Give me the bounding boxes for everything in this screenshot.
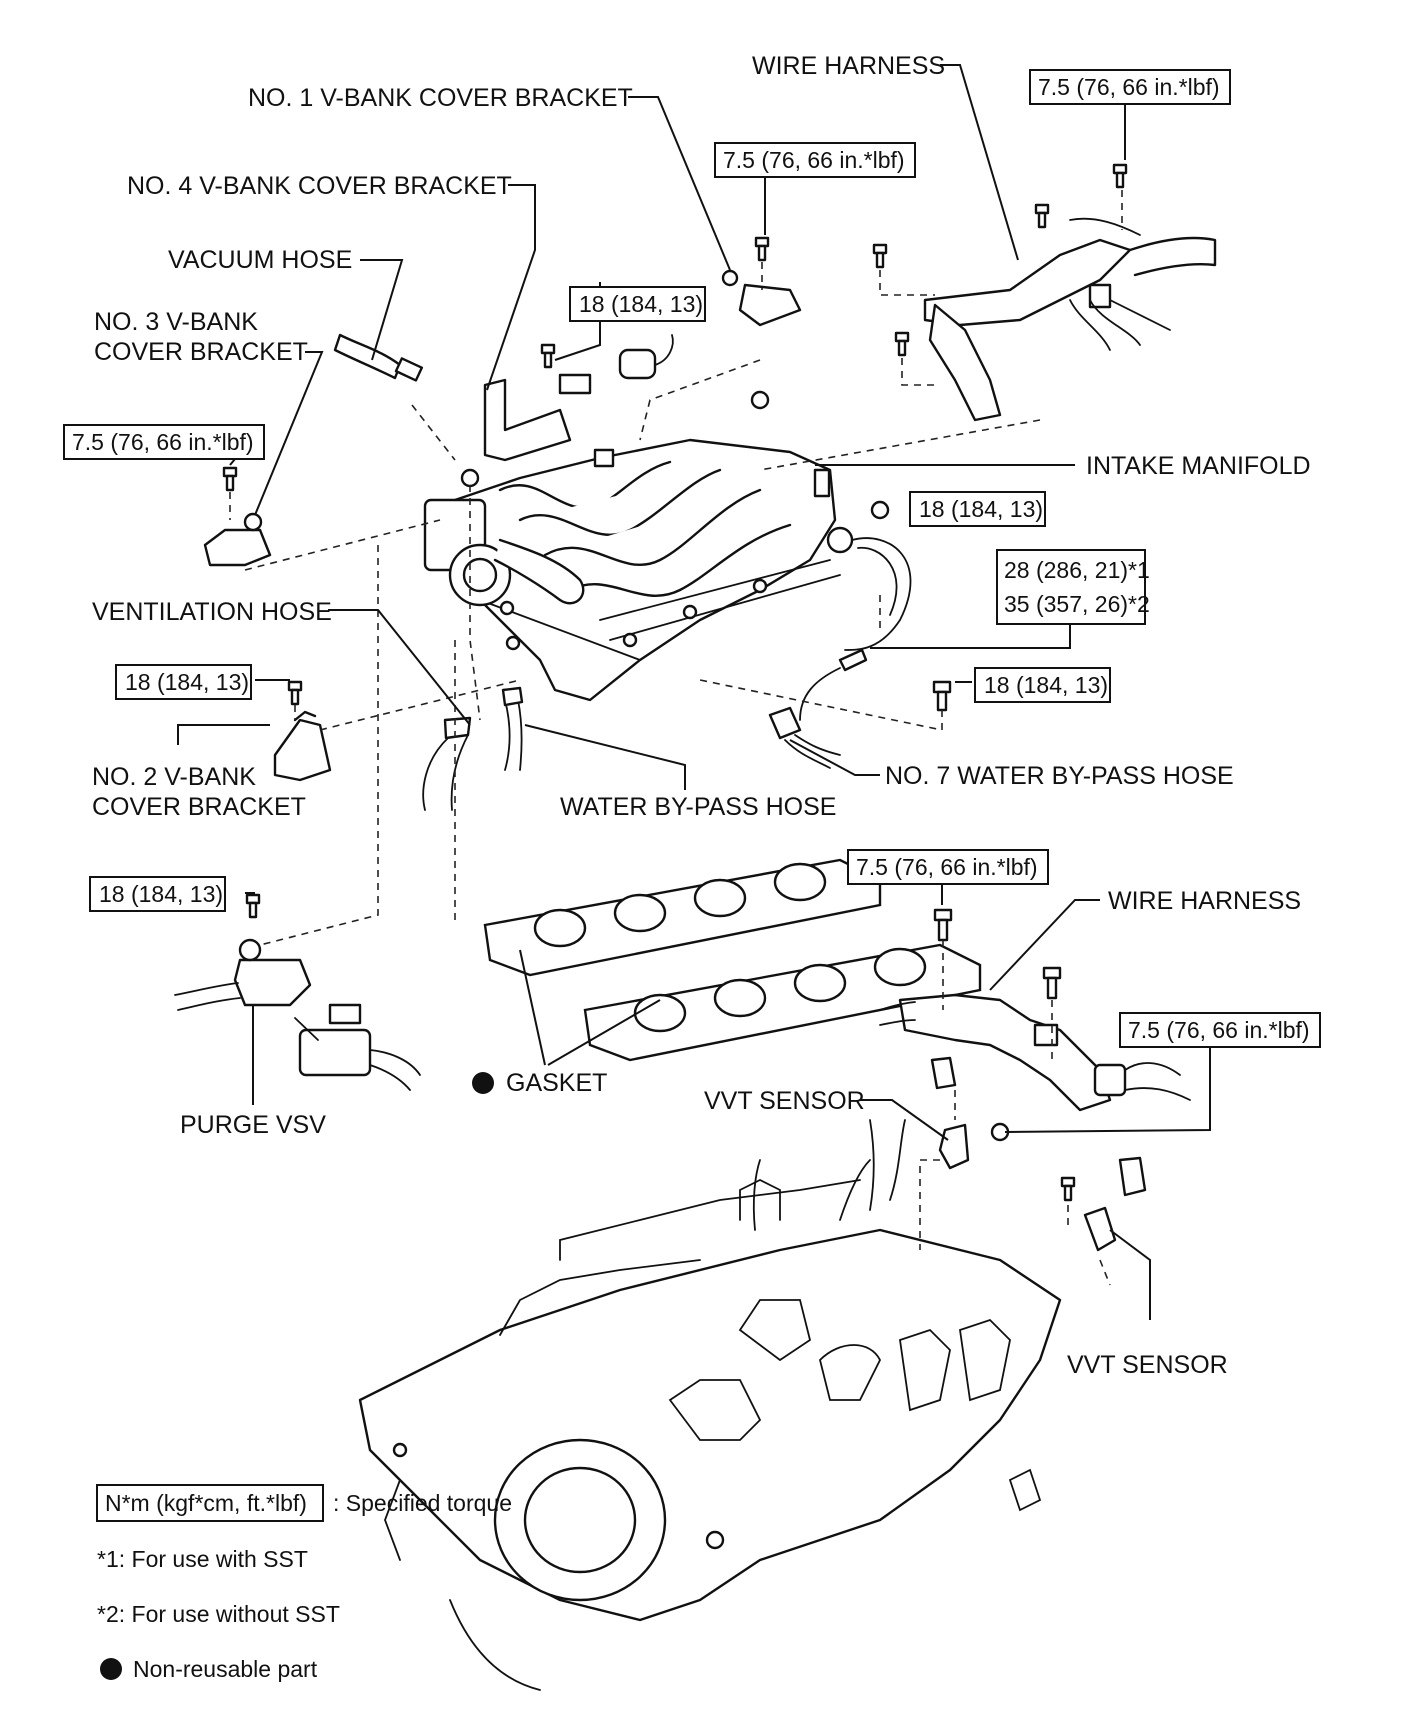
label-vacuum-hose: VACUUM HOSE (168, 246, 352, 274)
svg-text:7.5 (76, 66 in.*lbf): 7.5 (76, 66 in.*lbf) (1038, 74, 1220, 100)
torque-boxes: 7.5 (76, 66 in.*lbf) 7.5 (76, 66 in.*lbf… (63, 69, 1321, 1048)
torque-box-no1-bracket: 7.5 (76, 66 in.*lbf) (714, 142, 916, 178)
part-labels: NO. 1 V-BANK COVER BRACKET NO. 4 V-BANK … (92, 52, 1311, 1379)
label-ventilation-hose: VENTILATION HOSE (92, 598, 332, 626)
label-water-bypass-hose: WATER BY-PASS HOSE (560, 793, 836, 821)
svg-text:7.5 (76, 66 in.*lbf): 7.5 (76, 66 in.*lbf) (723, 147, 905, 173)
legend-torque-box (96, 1484, 324, 1522)
torque-box-manifold-right: 18 (184, 13) (909, 491, 1046, 527)
wire-harness-top-drawing (923, 217, 1217, 422)
svg-text:28 (286, 21)*1: 28 (286, 21)*1 (1004, 557, 1150, 583)
legend-note-2: *2: For use without SST (97, 1601, 340, 1627)
svg-text:18 (184, 13): 18 (184, 13) (984, 672, 1108, 698)
label-no4-bracket: NO. 4 V-BANK COVER BRACKET (127, 172, 512, 200)
torque-box-top-right: 7.5 (76, 66 in.*lbf) (1029, 69, 1231, 105)
svg-text:18 (184, 13): 18 (184, 13) (919, 496, 1043, 522)
label-purge-vsv: PURGE VSV (180, 1111, 326, 1139)
svg-text:18 (184, 13): 18 (184, 13) (125, 669, 249, 695)
nonreusable-dot-icon (472, 1072, 494, 1094)
label-gasket: GASKET (506, 1069, 607, 1097)
assembly-lines (229, 190, 1123, 1286)
purge-vsv-drawing (174, 938, 421, 1091)
label-no2-bracket-2: COVER BRACKET (92, 793, 306, 821)
svg-text:7.5 (76, 66 in.*lbf): 7.5 (76, 66 in.*lbf) (856, 854, 1038, 880)
leader-lines (177, 64, 1211, 1320)
torque-box-lower-right-bolt: 18 (184, 13) (974, 667, 1111, 703)
legend-note-1: *1: For use with SST (97, 1546, 308, 1572)
label-vvt-sensor-lower: VVT SENSOR (1067, 1351, 1228, 1379)
svg-text:18 (184, 13): 18 (184, 13) (99, 881, 223, 907)
label-no2-bracket-1: NO. 2 V-BANK (92, 763, 256, 791)
svg-text:7.5 (76, 66 in.*lbf): 7.5 (76, 66 in.*lbf) (1128, 1017, 1310, 1043)
torque-box-no2-bracket: 18 (184, 13) (115, 664, 252, 700)
torque-box-no4-bracket: 18 (184, 13) (569, 286, 706, 322)
intake-manifold-drawing (423, 438, 912, 702)
svg-text:35 (357, 26)*2: 35 (357, 26)*2 (1004, 591, 1150, 617)
label-intake-manifold: INTAKE MANIFOLD (1086, 452, 1311, 480)
legend-nonreusable-text: Non-reusable part (133, 1656, 318, 1682)
connectors-drawing (558, 334, 674, 395)
svg-text:18 (184, 13): 18 (184, 13) (579, 291, 703, 317)
vacuum-hose-drawing (333, 333, 424, 382)
label-no1-bracket: NO. 1 V-BANK COVER BRACKET (248, 84, 633, 112)
label-vvt-sensor-upper: VVT SENSOR (704, 1087, 865, 1115)
brackets-drawing (203, 269, 802, 782)
engine-block-drawing (358, 1119, 1062, 1691)
torque-box-purge-vsv: 18 (184, 13) (89, 876, 226, 912)
torque-box-delivery-pipe: 28 (286, 21)*1 35 (357, 26)*2 (996, 549, 1150, 625)
svg-text:7.5 (76, 66 in.*lbf): 7.5 (76, 66 in.*lbf) (72, 429, 254, 455)
legend-nonreusable-icon (100, 1658, 122, 1680)
label-no3-bracket-2: COVER BRACKET (94, 338, 308, 366)
vvt-sensors-drawing (930, 1056, 1147, 1252)
label-wire-harness-top: WIRE HARNESS (752, 52, 945, 80)
gaskets-drawing (483, 858, 982, 1062)
hoses-drawing (422, 648, 868, 811)
torque-box-harness-lower: 7.5 (76, 66 in.*lbf) (847, 849, 1049, 885)
torque-box-no3-bracket: 7.5 (76, 66 in.*lbf) (63, 424, 265, 460)
label-wire-harness-bottom: WIRE HARNESS (1108, 887, 1301, 915)
legend: N*m (kgf*cm, ft.*lbf) : Specified torque… (96, 1484, 512, 1682)
label-no7-water-bypass-hose: NO. 7 WATER BY-PASS HOSE (885, 762, 1234, 790)
legend-torque-desc: : Specified torque (333, 1490, 512, 1516)
torque-box-vvt-sensor: 7.5 (76, 66 in.*lbf) (1119, 1012, 1321, 1048)
label-no3-bracket-1: NO. 3 V-BANK (94, 308, 258, 336)
bolts (222, 163, 1128, 1202)
legend-torque-units: N*m (kgf*cm, ft.*lbf) (105, 1490, 307, 1516)
